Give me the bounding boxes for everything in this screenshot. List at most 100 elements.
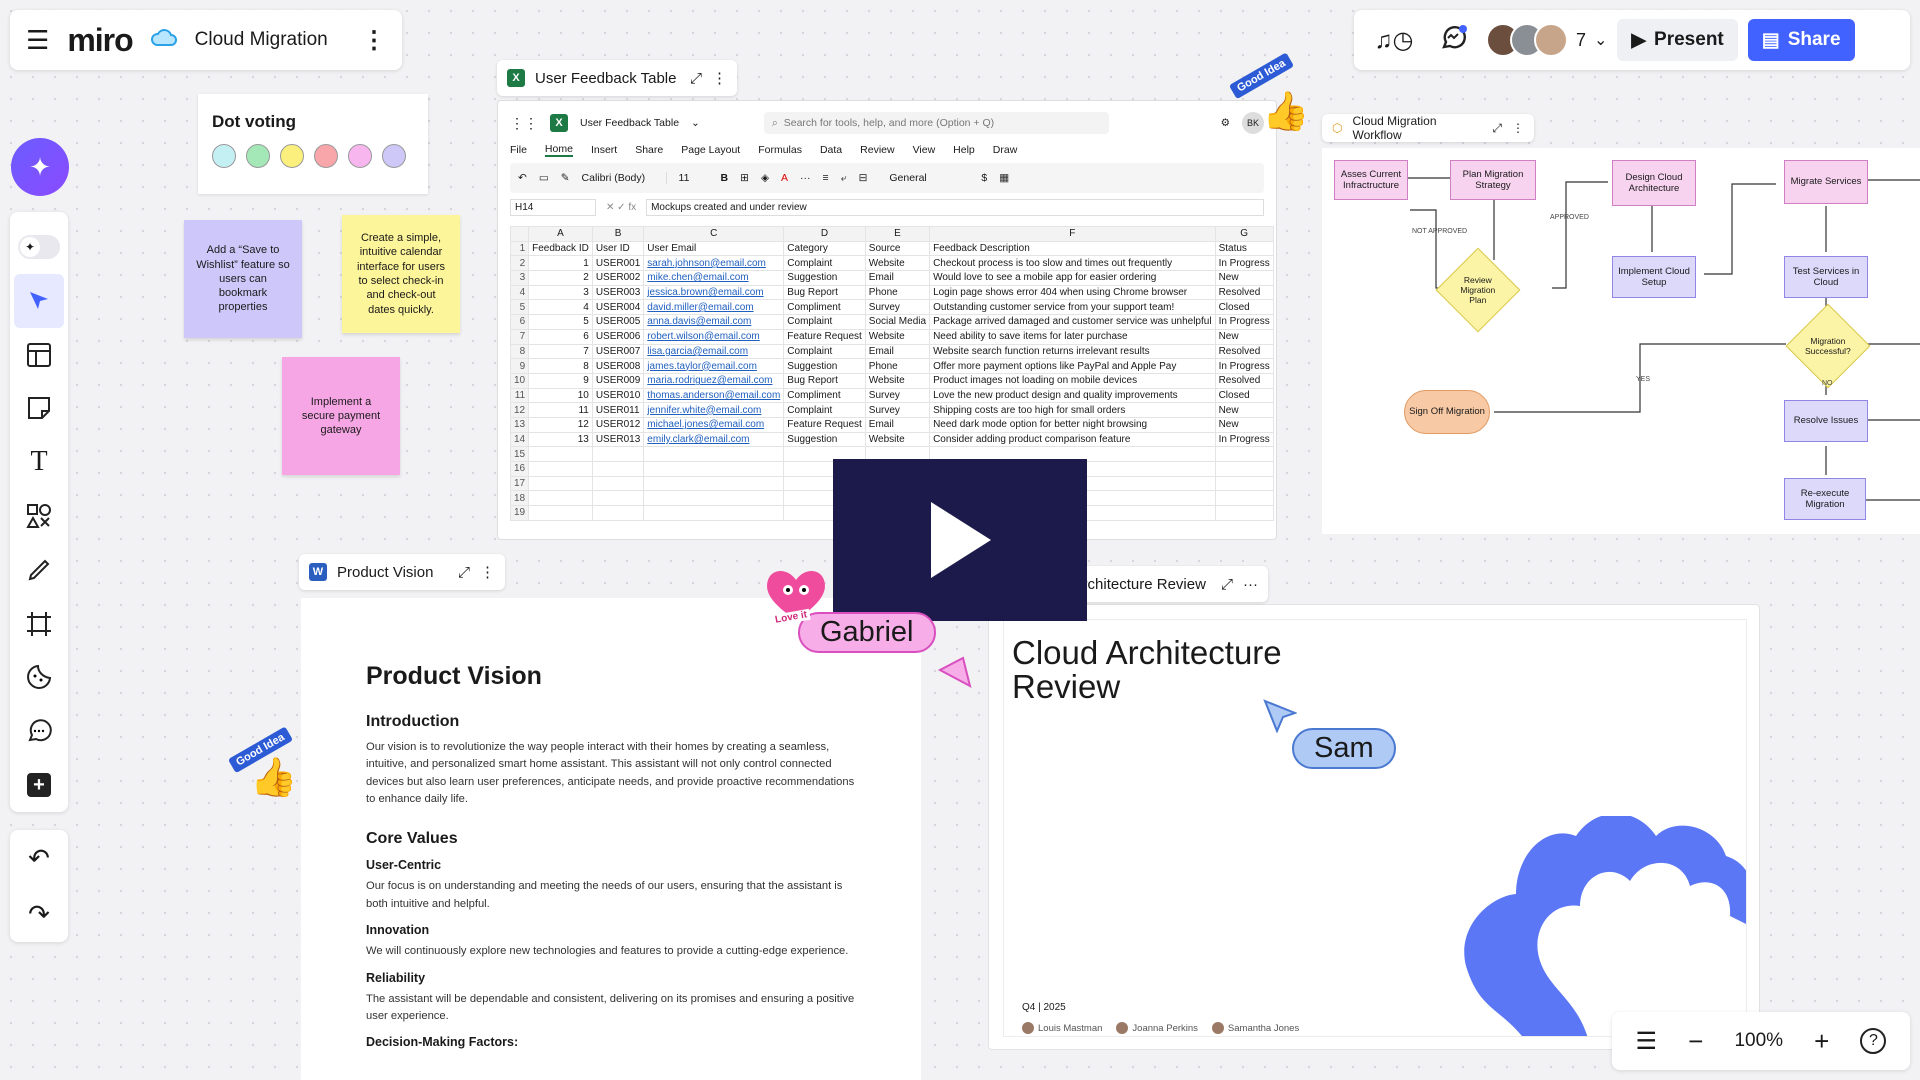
more-options-icon[interactable]: ⋮ (1512, 121, 1524, 135)
table-cell[interactable]: 10 (528, 387, 593, 404)
expand-icon[interactable]: ⤢ (457, 563, 470, 581)
comment-icon[interactable] (10, 704, 68, 758)
table-cell[interactable]: New (1214, 416, 1274, 433)
chevron-down-icon[interactable]: ⌄ (1594, 32, 1608, 49)
format-painter-icon[interactable]: ✎ (560, 172, 570, 184)
column-letter[interactable]: B (591, 226, 645, 242)
flow-node-plan[interactable]: Plan Migration Strategy (1450, 160, 1536, 200)
table-cell[interactable]: anna.davis@email.com (643, 314, 785, 330)
collaborator-avatars[interactable]: 7 ⌄ (1484, 23, 1607, 57)
table-cell[interactable]: Shipping costs are too high for small or… (929, 402, 1216, 418)
table-cell[interactable]: Feedback ID (528, 240, 593, 257)
table-cell[interactable]: Feature Request (783, 328, 866, 345)
flow-node-test[interactable]: Test Services in Cloud (1784, 256, 1868, 298)
expand-icon[interactable]: ⤢ (1492, 120, 1502, 135)
table-cell[interactable]: Website (864, 431, 931, 448)
column-letter[interactable]: D (783, 226, 866, 242)
table-cell[interactable]: Consider adding product comparison featu… (929, 431, 1216, 448)
flow-node-migrate[interactable]: Migrate Services (1784, 160, 1868, 204)
table-cell[interactable]: Status (1214, 240, 1274, 257)
table-cell[interactable] (643, 446, 785, 462)
size-select[interactable]: 11 (678, 172, 690, 184)
table-cell[interactable]: 3 (528, 284, 593, 301)
vision-widget-header[interactable]: W Product Vision ⤢ ⋮ (299, 554, 505, 590)
table-cell[interactable]: 2 (528, 270, 593, 286)
conditional-format-icon[interactable]: ▦ (999, 172, 1010, 184)
app-launcher-icon[interactable]: ⋮⋮ (510, 114, 538, 131)
table-cell[interactable]: Outstanding customer service from your s… (929, 299, 1216, 316)
love-it-sticker[interactable]: Love it (762, 566, 830, 627)
table-cell[interactable]: User Email (643, 240, 785, 257)
menu-item[interactable]: Home (544, 143, 573, 157)
table-cell[interactable]: Category (783, 240, 866, 257)
table-cell[interactable]: Need ability to save items for later pur… (929, 328, 1216, 345)
table-cell[interactable]: robert.wilson@email.com (643, 328, 785, 345)
vote-dot[interactable] (212, 144, 236, 168)
undo-icon[interactable]: ↶ (518, 172, 527, 184)
table-cell[interactable]: Would love to see a mobile app for easie… (929, 270, 1216, 286)
table-cell[interactable]: Login page shows error 404 when using Ch… (929, 284, 1216, 301)
sticky-note[interactable]: Add a “Save to Wishlist” feature so user… (184, 220, 302, 338)
table-cell[interactable]: lisa.garcia@email.com (643, 343, 785, 360)
expand-icon[interactable]: ⤢ (689, 69, 702, 87)
ai-toggle[interactable]: ✦ (10, 220, 68, 274)
table-cell[interactable] (1214, 475, 1274, 492)
frame-icon[interactable] (10, 597, 68, 651)
table-cell[interactable]: 12 (528, 416, 593, 433)
menu-item[interactable]: Draw (992, 144, 1018, 156)
table-cell[interactable]: USER010 (591, 387, 645, 404)
workflow-widget-header[interactable]: ⬡ Cloud Migration Workflow ⤢ ⋮ (1322, 114, 1534, 142)
dot-voting-card[interactable]: Dot voting (198, 94, 428, 194)
templates-icon[interactable] (10, 328, 68, 382)
table-cell[interactable]: Compliment (783, 299, 866, 316)
ai-assistant-button[interactable]: ✦ (11, 138, 69, 196)
sticky-note[interactable]: Create a simple, intuitive calendar inte… (342, 215, 460, 333)
miro-logo[interactable]: miro (67, 21, 133, 58)
column-letter[interactable]: G (1214, 226, 1274, 242)
table-cell[interactable]: Website (864, 255, 931, 272)
number-format-select[interactable]: General (889, 172, 927, 184)
table-cell[interactable]: Complaint (783, 402, 866, 418)
table-cell[interactable]: In Progress (1214, 358, 1274, 374)
merge-icon[interactable]: ⊟ (858, 172, 868, 184)
table-cell[interactable]: Survey (864, 402, 931, 418)
zoom-out-icon[interactable]: − (1688, 1025, 1704, 1056)
table-cell[interactable]: 6 (528, 328, 593, 345)
table-cell[interactable]: Social Media (864, 314, 931, 330)
table-cell[interactable] (591, 446, 645, 462)
table-cell[interactable] (591, 461, 645, 477)
present-button[interactable]: ▶ Present (1617, 19, 1738, 61)
select-tool[interactable] (14, 273, 64, 328)
redo-icon[interactable]: ↷ (28, 898, 50, 929)
sheet-widget-header[interactable]: X User Feedback Table ⤢ ⋮ (497, 60, 737, 96)
table-cell[interactable] (528, 505, 593, 521)
table-cell[interactable]: Complaint (783, 343, 866, 360)
table-cell[interactable] (591, 490, 645, 507)
flow-node-assess[interactable]: Asses Current Infractructure (1334, 160, 1408, 200)
table-cell[interactable] (528, 475, 593, 492)
flow-node-reexec[interactable]: Re-execute Migration (1784, 478, 1866, 520)
vote-dot[interactable] (348, 144, 372, 168)
table-cell[interactable]: USER013 (591, 431, 645, 448)
menu-item[interactable]: Formulas (758, 144, 802, 156)
workflow-diagram[interactable]: Asses Current Infractructure Plan Migrat… (1322, 148, 1920, 534)
flow-node-signoff[interactable]: Sign Off Migration (1404, 390, 1490, 434)
menu-item[interactable]: Help (953, 144, 975, 156)
vote-dot[interactable] (280, 144, 304, 168)
table-cell[interactable] (528, 490, 593, 507)
paste-icon[interactable]: ▭ (538, 172, 549, 184)
table-cell[interactable] (528, 461, 593, 477)
menu-item[interactable]: Share (635, 144, 664, 156)
more-icon[interactable]: ··· (800, 172, 811, 184)
more-tools-icon[interactable]: + (10, 758, 68, 812)
table-cell[interactable] (528, 446, 593, 462)
pen-icon[interactable] (10, 543, 68, 597)
table-cell[interactable]: USER001 (591, 255, 645, 272)
table-cell[interactable] (1214, 446, 1274, 462)
table-cell[interactable]: Complaint (783, 255, 866, 272)
